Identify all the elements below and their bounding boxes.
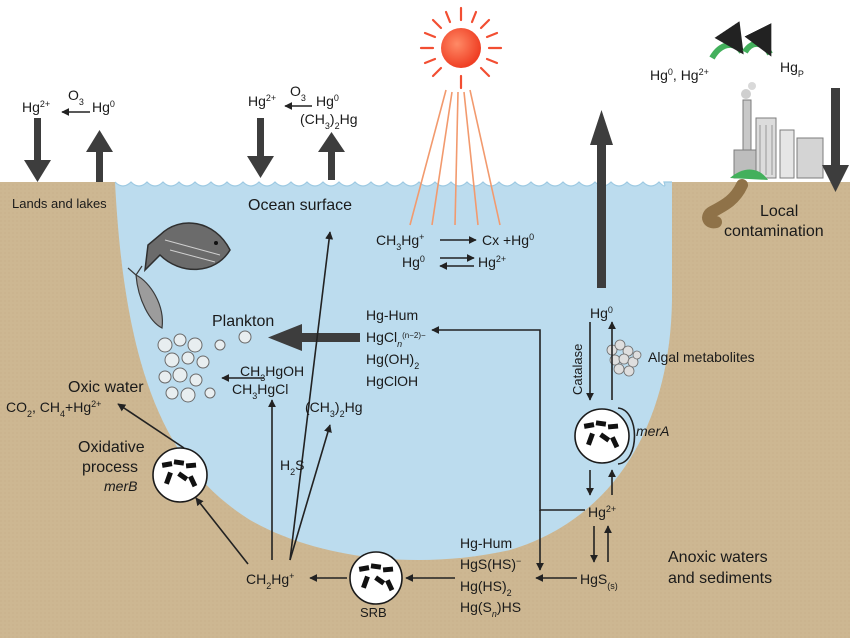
fish-icon <box>127 265 163 329</box>
label-ch3hg-plus: CH3Hg+ <box>376 232 424 252</box>
green-emission-arrow-right <box>742 23 773 57</box>
microbe-icon <box>152 447 208 503</box>
microbe-icon <box>574 408 630 464</box>
green-emission-arrow-left <box>709 21 745 60</box>
label-hg-oh2: Hg(OH)2 <box>366 351 419 371</box>
label-hgcloh: HgClOH <box>366 373 418 389</box>
deposition-arrow-lands <box>24 118 51 182</box>
label-merA: merA <box>636 423 669 439</box>
microbe-icon <box>349 551 403 605</box>
label-ch3hgcl: CH3HgCl <box>232 381 288 401</box>
label-dimethylhg-air: (CH3)2Hg <box>300 111 358 131</box>
surface-waves <box>114 181 672 187</box>
arrow-ch2hg-to-surface <box>289 231 334 561</box>
factory-vegetation <box>730 169 768 180</box>
label-hg0-lands: Hg0 <box>92 99 115 115</box>
thin-arrows <box>61 102 616 582</box>
label-and-sediments: and sediments <box>668 570 772 587</box>
label-merB: merB <box>104 478 137 494</box>
evasion-arrow-hg0 <box>590 110 613 288</box>
deposition-arrow-ocean <box>247 118 274 178</box>
region-labels: Lands and lakes Ocean surface Local cont… <box>12 196 824 620</box>
label-srb: SRB <box>360 605 387 620</box>
big-arrows <box>24 88 849 351</box>
label-h2s: H2S <box>280 457 304 477</box>
deposition-arrow-local <box>822 88 849 192</box>
label-hghs2: Hg(HS)2 <box>460 578 512 598</box>
arrow-ch2hg-to-merB <box>195 497 249 565</box>
arrow-ch2hg-to-dimethylhg <box>289 424 332 561</box>
label-hgsnhs: Hg(Sn)HS <box>460 599 521 619</box>
label-ocean-surface: Ocean surface <box>248 197 352 214</box>
label-anoxic-waters: Anoxic waters <box>668 549 768 566</box>
fish-icon <box>143 222 231 273</box>
label-dimethylhg: (CH3)2Hg <box>305 399 363 419</box>
label-oxic-water: Oxic water <box>68 379 144 396</box>
plankton-icon <box>157 330 252 403</box>
label-oxidative: Oxidative <box>78 439 145 456</box>
label-ch3hgoh: CH3HgOH <box>240 363 304 383</box>
label-ch2hg: CH2Hg+ <box>246 571 294 591</box>
contamination-runoff <box>702 179 748 229</box>
factory-icon <box>733 82 824 179</box>
label-hg0-photo: Hg0 <box>402 254 425 270</box>
label-plankton: Plankton <box>212 313 274 330</box>
label-hgshs: HgS(HS)− <box>460 556 521 572</box>
label-hg-hum-upper: Hg-Hum <box>366 307 418 323</box>
sun-rays <box>409 89 501 226</box>
arrow-hg2-to-complexes <box>431 326 585 511</box>
emission-arrow-ocean <box>318 132 345 180</box>
label-lands-lakes: Lands and lakes <box>12 196 107 211</box>
algae-icon <box>606 339 642 377</box>
label-contamination: contamination <box>724 223 824 240</box>
label-hg0-hg2-atm: Hg0, Hg2+ <box>650 67 709 83</box>
mera-loop <box>617 407 636 465</box>
emission-arrow-lands <box>86 130 113 182</box>
sun-icon <box>419 6 503 90</box>
arrow-oxidative-to-co2 <box>117 403 185 449</box>
plankton-uptake-arrow <box>268 324 360 351</box>
chem-labels: Hg2+ O3 Hg0 Hg2+ O3 Hg0 (CH3)2Hg Hg0, Hg… <box>6 59 804 619</box>
label-local: Local <box>760 203 798 220</box>
label-hg0-water: Hg0 <box>590 305 613 321</box>
ocean-water <box>115 182 672 560</box>
label-process: process <box>82 459 138 476</box>
label-algal-metabolites: Algal metabolites <box>648 349 755 365</box>
label-catalase: Catalase <box>570 344 585 395</box>
label-cx-hg0: Cx +Hg0 <box>482 232 534 248</box>
label-hg0-ocean: Hg0 <box>316 93 339 109</box>
label-hg-hum-lower: Hg-Hum <box>460 535 512 551</box>
